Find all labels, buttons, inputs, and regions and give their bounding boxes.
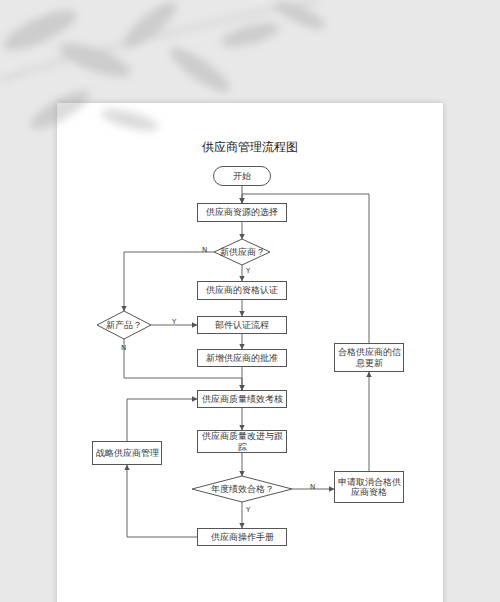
node-text: 供应商质量改进与跟踪 [200, 431, 284, 452]
decision-diamond: 年度绩效合格？ [192, 476, 292, 502]
process-box: 供应商的资格认证 [197, 281, 287, 300]
flow-arrow [242, 453, 243, 476]
node-text: 开始 [233, 171, 251, 182]
branch-label: Y [246, 506, 250, 514]
node-text-group: 合格供应商的信息更新 [337, 347, 401, 368]
node-text-group: 开始 [233, 171, 251, 182]
node-text: 新产品？ [106, 320, 142, 331]
process-box: 供应商质量绩效考核 [197, 390, 287, 408]
branch-label: N [121, 344, 126, 352]
decision-diamond: 新产品？ [97, 311, 151, 339]
flow-arrow [127, 399, 197, 441]
process-box: 合格供应商的信息更新 [334, 343, 404, 372]
node-text: 合格供应商的信息更新 [337, 347, 401, 368]
node-text: 年度绩效合格？ [211, 484, 274, 495]
node-text: 申请取消合格供应商资格 [337, 477, 401, 498]
process-box: 战略供应商管理 [92, 441, 162, 465]
node-text-group: 新供应商？ [220, 247, 265, 258]
process-box: 部件认证流程 [197, 316, 287, 334]
diagram-title: 供应商管理流程图 [57, 139, 443, 156]
node-text-group: 供应商资源的选择 [206, 207, 278, 218]
node-text: 供应商质量绩效考核 [202, 394, 283, 405]
node-text-group: 供应商质量绩效考核 [202, 394, 283, 405]
flow-arrow [242, 265, 243, 281]
diamond-shape [192, 476, 292, 502]
node-text: 新供应商？ [220, 247, 265, 258]
node-text-group: 部件认证流程 [215, 320, 269, 331]
node-text-group: 申请取消合格供应商资格 [337, 477, 401, 498]
flow-arrow [242, 408, 243, 430]
node-text-group: 年度绩效合格？ [211, 484, 274, 495]
branch-label: N [202, 246, 207, 254]
flow-arrow [242, 334, 243, 349]
node-text-group: 供应商操作手册 [211, 532, 274, 543]
node-text: 供应商操作手册 [211, 532, 274, 543]
flow-arrow [242, 367, 243, 390]
node-text-group: 新增供应商的批准 [206, 353, 278, 364]
node-text: 供应商的资格认证 [206, 285, 278, 296]
start-terminal: 开始 [213, 166, 271, 186]
process-box: 新增供应商的批准 [197, 349, 287, 367]
node-text-group: 供应商的资格认证 [206, 285, 278, 296]
branch-label: Y [172, 318, 176, 326]
process-box: 申请取消合格供应商资格 [334, 471, 404, 503]
branch-label: N [310, 483, 315, 491]
flow-arrow [242, 222, 243, 239]
process-box: 供应商资源的选择 [197, 203, 287, 222]
process-box: 供应商质量改进与跟踪 [197, 430, 287, 453]
node-text-group: 战略供应商管理 [96, 448, 159, 459]
decision-diamond: 新供应商？ [214, 239, 270, 265]
flow-arrow [242, 502, 243, 528]
node-text: 供应商资源的选择 [206, 207, 278, 218]
process-box: 供应商操作手册 [197, 528, 287, 546]
node-text: 部件认证流程 [215, 320, 269, 331]
flow-arrow [369, 372, 370, 471]
diamond-shape [214, 239, 270, 265]
node-text-group: 供应商质量改进与跟踪 [200, 431, 284, 452]
diamond-shape [97, 311, 151, 339]
node-text-group: 新产品？ [106, 320, 142, 331]
node-text: 新增供应商的批准 [206, 353, 278, 364]
flow-arrow [242, 300, 243, 316]
branch-label: Y [246, 267, 250, 275]
flow-arrow [127, 465, 197, 537]
node-text: 战略供应商管理 [96, 448, 159, 459]
